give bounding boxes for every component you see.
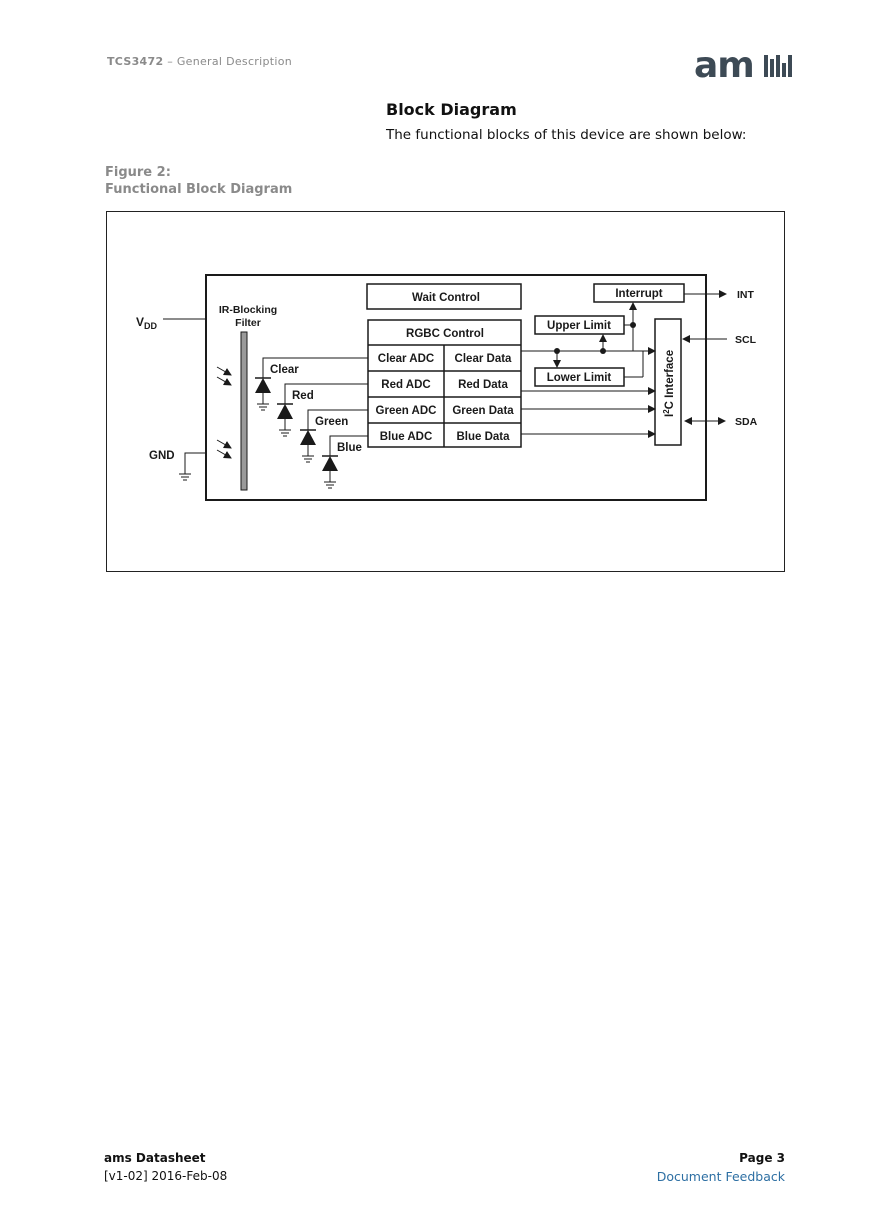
ams-logo: am (694, 47, 792, 81)
gnd-symbol (179, 452, 206, 481)
data-cell: Clear Data (455, 353, 512, 365)
ir-filter (240, 331, 248, 491)
chip-outline (205, 274, 707, 501)
photodiode-symbol (300, 430, 316, 445)
photodiode-label: Blue (337, 442, 362, 454)
diode-wire (307, 409, 368, 430)
wait-control-box (366, 283, 522, 310)
header-doc-id: TCS3472 (107, 55, 164, 68)
adc-cells: Clear ADC Red ADC Green ADC Blue ADC Clear D… (376, 353, 515, 443)
upper-limit-label: Upper Limit (547, 320, 611, 332)
data-cell: Green Data (452, 405, 514, 417)
pin-sda: SDA (735, 416, 758, 428)
photodiode-symbol (255, 378, 271, 393)
pin-scl: SCL (735, 334, 757, 346)
running-header: TCS3472 – General Description (107, 55, 292, 68)
adc-cell: Green ADC (376, 405, 437, 417)
logo-s-mark (764, 55, 792, 77)
rgbc-control-label: RGBC Control (406, 328, 484, 340)
lower-limit-label: Lower Limit (547, 372, 612, 384)
pin-int: INT (737, 289, 755, 301)
data-cell: Blue Data (456, 431, 510, 443)
figure-caption: Figure 2: Functional Block Diagram (105, 164, 292, 198)
pin-gnd: GND (149, 450, 175, 462)
photodiode-symbol (322, 456, 338, 471)
i2c-interface-box (654, 318, 682, 446)
diode-wire (284, 383, 368, 404)
section-intro: The functional blocks of this device are… (386, 127, 747, 143)
filter-label-1: IR-Blocking (219, 304, 277, 316)
footer-version: [v1-02] 2016-Feb-08 (104, 1169, 228, 1183)
footer-doc-title: ams Datasheet (104, 1151, 206, 1165)
figure-number: Figure 2: (105, 165, 171, 180)
section-title: Block Diagram (386, 100, 517, 119)
i2c-interface-label: I2C Interface (662, 350, 676, 417)
light-arrows (216, 366, 232, 459)
document-feedback-link[interactable]: Document Feedback (656, 1169, 785, 1184)
logo-text: am (694, 47, 754, 81)
figure-title: Functional Block Diagram (105, 182, 293, 197)
diode-wire (329, 435, 368, 456)
adc-cell: Red ADC (381, 379, 430, 391)
wait-control-label: Wait Control (412, 292, 480, 304)
filter-label-2: Filter (235, 317, 261, 329)
interrupt-box (593, 283, 685, 303)
header-section: General Description (176, 55, 293, 68)
interrupt-label: Interrupt (615, 288, 662, 300)
photodiode-label: Green (315, 416, 348, 428)
adc-cell: Blue ADC (380, 431, 433, 443)
pin-vdd: VDD (136, 315, 158, 331)
block-diagram: VDD GND IR-Blocking Filter ClearRedGreen… (136, 274, 758, 501)
rgbc-grid (368, 344, 521, 447)
diode-wire (262, 357, 368, 378)
photodiode-symbol (277, 404, 293, 419)
junction-dots (554, 322, 636, 354)
header-separator: – (167, 55, 174, 68)
photodiode-label: Red (292, 390, 314, 402)
footer-page-number: Page 3 (739, 1151, 785, 1165)
data-cell: Red Data (458, 379, 508, 391)
adc-cell: Clear ADC (378, 353, 434, 365)
photodiode-label: Clear (270, 364, 299, 376)
